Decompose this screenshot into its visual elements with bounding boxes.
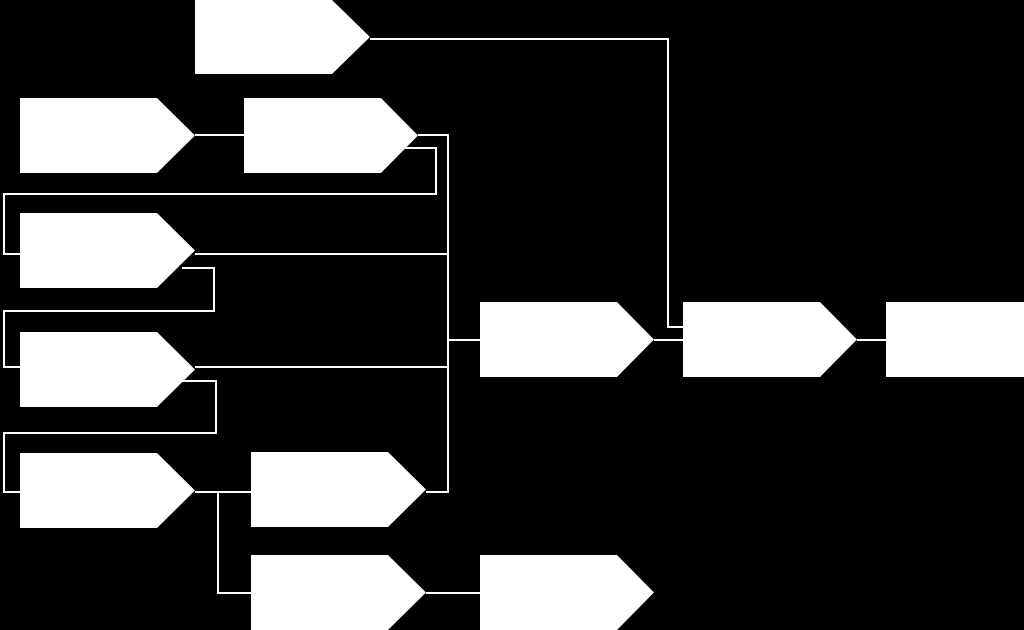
connector-n6-to-n8: [217, 492, 251, 594]
connector-n4-to-n5: [3, 267, 215, 368]
nodes-layer: [20, 0, 1024, 630]
diagram-node-n2: [20, 98, 195, 173]
node-shape: [20, 98, 195, 173]
node-shape: [251, 452, 426, 527]
node-shape: [20, 213, 195, 288]
diagram-node-n11: [886, 302, 1024, 377]
node-shape: [20, 453, 195, 528]
node-shape: [20, 332, 195, 407]
node-shape: [195, 0, 370, 74]
diagram-node-n5: [20, 332, 195, 407]
diagram-node-n10: [683, 302, 857, 377]
connector-n5-to-n6: [3, 380, 217, 493]
diagram-node-n4: [20, 213, 195, 288]
diagram-node-n3: [244, 98, 418, 173]
diagram-node-n9: [480, 302, 654, 377]
diagram-node-n1: [195, 0, 370, 74]
connector-n7-to-n9: [426, 340, 449, 493]
connector-n1-to-n10: [370, 38, 683, 328]
connector-n3-to-n4: [3, 147, 437, 255]
node-shape: [886, 302, 1024, 377]
node-shape: [480, 555, 654, 630]
diagram-node-n8: [251, 555, 426, 630]
diagram-node-n7: [251, 452, 426, 527]
connector-n3-to-n9: [418, 134, 480, 341]
node-shape: [251, 555, 426, 630]
node-shape: [244, 98, 418, 173]
diagram-node-n6: [20, 453, 195, 528]
diagram-node-n12: [480, 555, 654, 630]
node-shape: [480, 302, 654, 377]
connector-lines: [3, 38, 886, 594]
node-shape: [683, 302, 857, 377]
